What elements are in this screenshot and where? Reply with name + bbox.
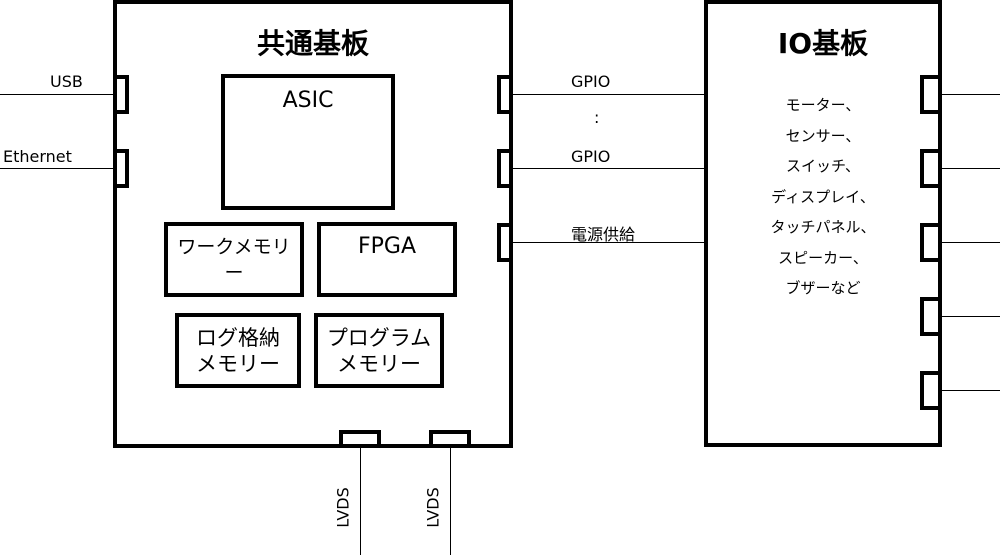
lvds-label-2: LVDS [423, 487, 443, 528]
io-line-4 [940, 316, 1000, 317]
asic-block: ASIC [221, 74, 395, 210]
io-connector-1 [920, 75, 942, 114]
gpio2-connector [497, 149, 513, 188]
io-line-1 [940, 94, 1000, 95]
io-line-5 [940, 390, 1000, 391]
work-memory-block: ワークメモリー [164, 222, 304, 297]
power-connector [497, 223, 513, 262]
io-board-title: IO基板 [777, 27, 869, 60]
gpio2-line [512, 168, 706, 169]
ethernet-label: Ethernet [3, 147, 72, 166]
io-device: スピーカー、 [778, 248, 868, 267]
io-device: タッチパネル、 [770, 218, 876, 236]
usb-connector [113, 75, 129, 114]
io-line-3 [940, 242, 1000, 243]
io-line-2 [940, 168, 1000, 169]
program-memory-label-2: メモリー [337, 352, 421, 376]
lvds-label-1: LVDS [333, 487, 353, 528]
log-memory-label-2: メモリー [196, 352, 280, 376]
lvds-line-1 [360, 445, 361, 555]
fpga-label: FPGA [357, 234, 417, 259]
gpio-ellipsis: : [594, 108, 600, 127]
work-memory-label: ワークメモリー [177, 236, 291, 284]
program-memory-block: プログラム メモリー [314, 313, 444, 388]
asic-label: ASIC [282, 88, 334, 113]
lvds-connector-2 [429, 430, 471, 448]
log-memory-label-1: ログ格納 [196, 326, 280, 350]
lvds-connector-1 [339, 430, 381, 448]
ethernet-line [0, 168, 116, 169]
power-supply-label: 電源供給 [571, 225, 636, 244]
io-connector-5 [920, 371, 942, 410]
io-connector-3 [920, 223, 942, 262]
gpio1-connector [497, 75, 513, 114]
io-device: ブザーなど [785, 279, 861, 297]
gpio2-label: GPIO [571, 147, 611, 166]
common-board-title: 共通基板 [256, 27, 369, 60]
log-memory-block: ログ格納 メモリー [175, 313, 301, 388]
io-board [704, 0, 942, 447]
io-device-list: モーター、 センサー、 スイッチ、 ディスプレイ、 タッチパネル、 スピーカー、… [704, 90, 942, 304]
usb-label: USB [50, 72, 83, 91]
io-device: センサー、 [785, 126, 861, 145]
program-memory-label-1: プログラム [326, 326, 432, 350]
gpio1-line [512, 94, 706, 95]
ethernet-connector [113, 149, 129, 188]
io-connector-2 [920, 149, 942, 188]
power-line [512, 242, 706, 243]
usb-line [0, 94, 116, 95]
gpio1-label: GPIO [571, 72, 611, 91]
io-device: モーター、 [785, 96, 861, 114]
io-device: スイッチ、 [785, 157, 861, 175]
io-connector-4 [920, 297, 942, 336]
fpga-block: FPGA [317, 222, 457, 297]
io-device: ディスプレイ、 [771, 187, 875, 206]
lvds-line-2 [450, 445, 451, 555]
